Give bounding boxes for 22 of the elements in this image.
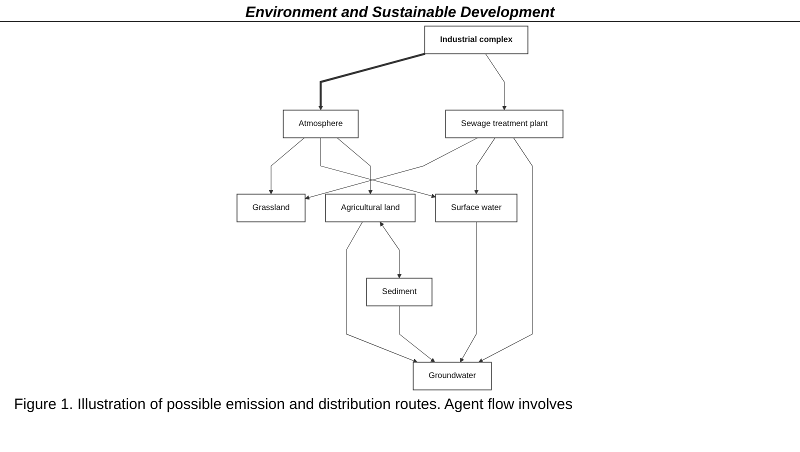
running-header: Environment and Sustainable Development [245, 4, 555, 21]
arrow [380, 222, 402, 278]
node-box: Sediment [366, 278, 432, 306]
node-box: Agricultural land [325, 194, 416, 222]
arrow [346, 222, 418, 363]
arrow [474, 138, 496, 194]
figure-caption: Figure 1. Illustration of possible emission and distribution routes. Agent flow involves [13, 395, 574, 415]
arrow [336, 138, 373, 194]
arrow [320, 138, 436, 198]
node-box: Atmosphere [282, 110, 359, 138]
arrow [304, 138, 478, 200]
arrow [399, 306, 436, 362]
arrow [478, 138, 533, 362]
arrow [460, 222, 477, 362]
node-box: Industrial complex [424, 26, 528, 54]
arrow [485, 54, 507, 110]
node-box: Surface water [435, 194, 518, 222]
node-box: Grassland [236, 194, 306, 222]
arrow [268, 138, 305, 194]
node-box: Sewage treatment plant [445, 110, 564, 138]
node-box: Groundwater [412, 362, 492, 390]
arrow [318, 52, 426, 110]
